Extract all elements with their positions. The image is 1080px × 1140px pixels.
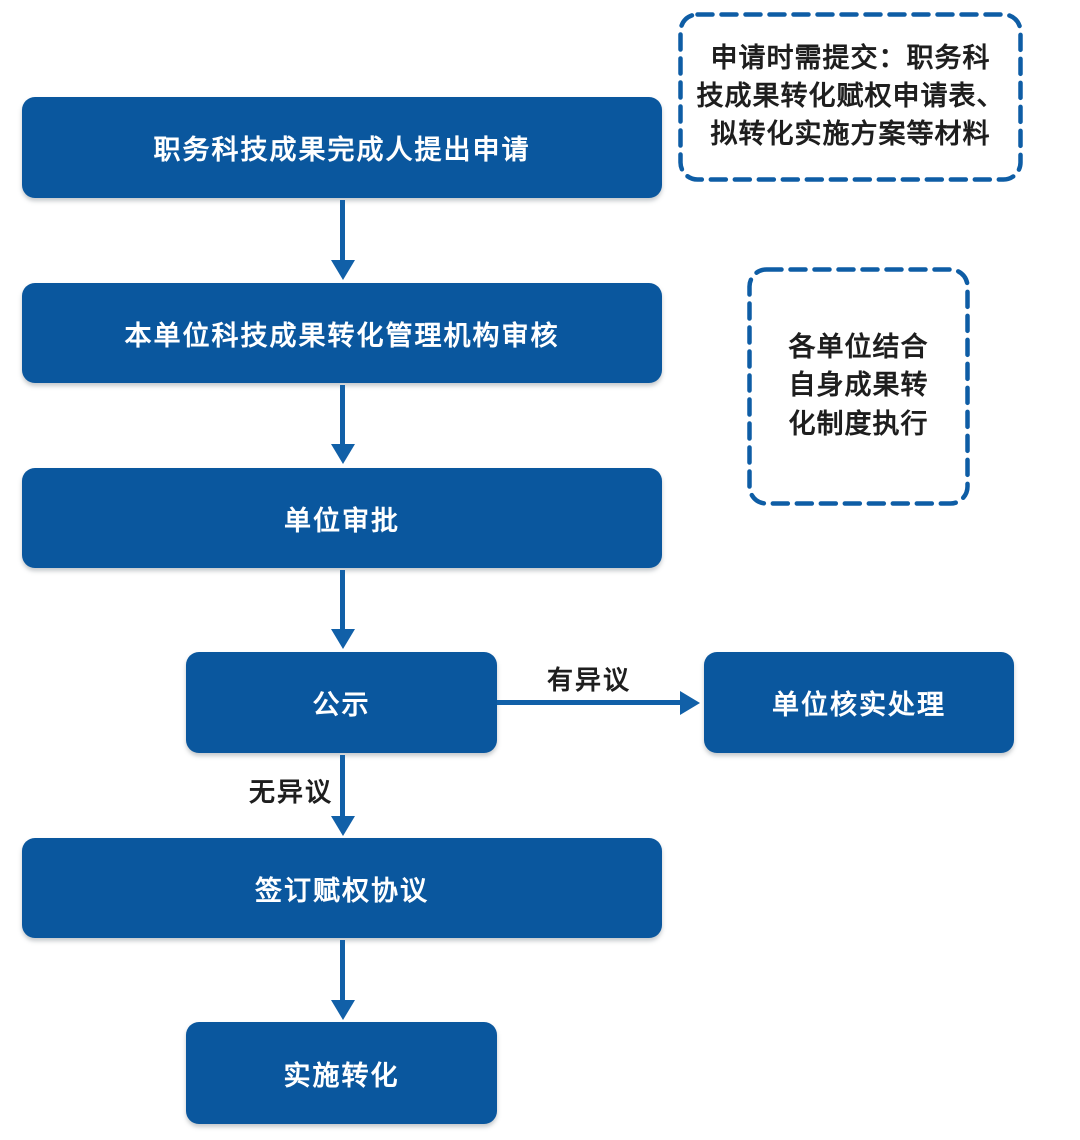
dashed-border-icon xyxy=(747,267,970,506)
branch-label-no-objection: 无异议 xyxy=(248,778,333,808)
step-sign-box: 签订赋权协议 xyxy=(22,838,662,938)
step-publicize-label: 公示 xyxy=(312,690,371,721)
step-implement-box: 实施转化 xyxy=(186,1022,497,1124)
step-apply-label: 职务科技成果完成人提出申请 xyxy=(153,135,531,166)
arrow-down-review-to-approve-icon xyxy=(340,385,345,445)
note-policy: 各单位结合 自身成果转 化制度执行 xyxy=(747,267,970,506)
step-approve-label: 单位审批 xyxy=(284,505,400,537)
step-implement-label: 实施转化 xyxy=(283,1060,400,1092)
note-materials: 申请时需提交：职务科 技成果转化赋权申请表、 拟转化实施方案等材料 xyxy=(678,12,1023,182)
step-verify-box: 单位核实处理 xyxy=(704,652,1014,753)
note-policy-text: 各单位结合 自身成果转 化制度执行 xyxy=(788,332,929,440)
arrow-down-apply-to-review-icon xyxy=(340,200,345,261)
arrow-down-sign-to-implement-icon xyxy=(340,940,345,1001)
step-verify-label: 单位核实处理 xyxy=(772,690,946,721)
note-materials-text: 申请时需提交：职务科 技成果转化赋权申请表、 拟转化实施方案等材料 xyxy=(696,42,1005,151)
step-review-box: 本单位科技成果转化管理机构审核 xyxy=(22,283,662,383)
branch-label-objection: 有异议 xyxy=(546,666,631,696)
step-apply-box: 职务科技成果完成人提出申请 xyxy=(22,97,662,198)
step-approve-box: 单位审批 xyxy=(22,468,662,568)
arrow-down-approve-to-publicize-icon xyxy=(340,570,345,630)
dashed-border-icon xyxy=(678,12,1023,182)
arrow-down-publicize-to-sign-icon xyxy=(340,755,345,817)
step-review-label: 本单位科技成果转化管理机构审核 xyxy=(124,320,560,352)
arrow-right-publicize-to-verify-icon xyxy=(497,700,681,705)
step-publicize-box: 公示 xyxy=(186,652,497,753)
step-sign-label: 签订赋权协议 xyxy=(255,875,429,907)
